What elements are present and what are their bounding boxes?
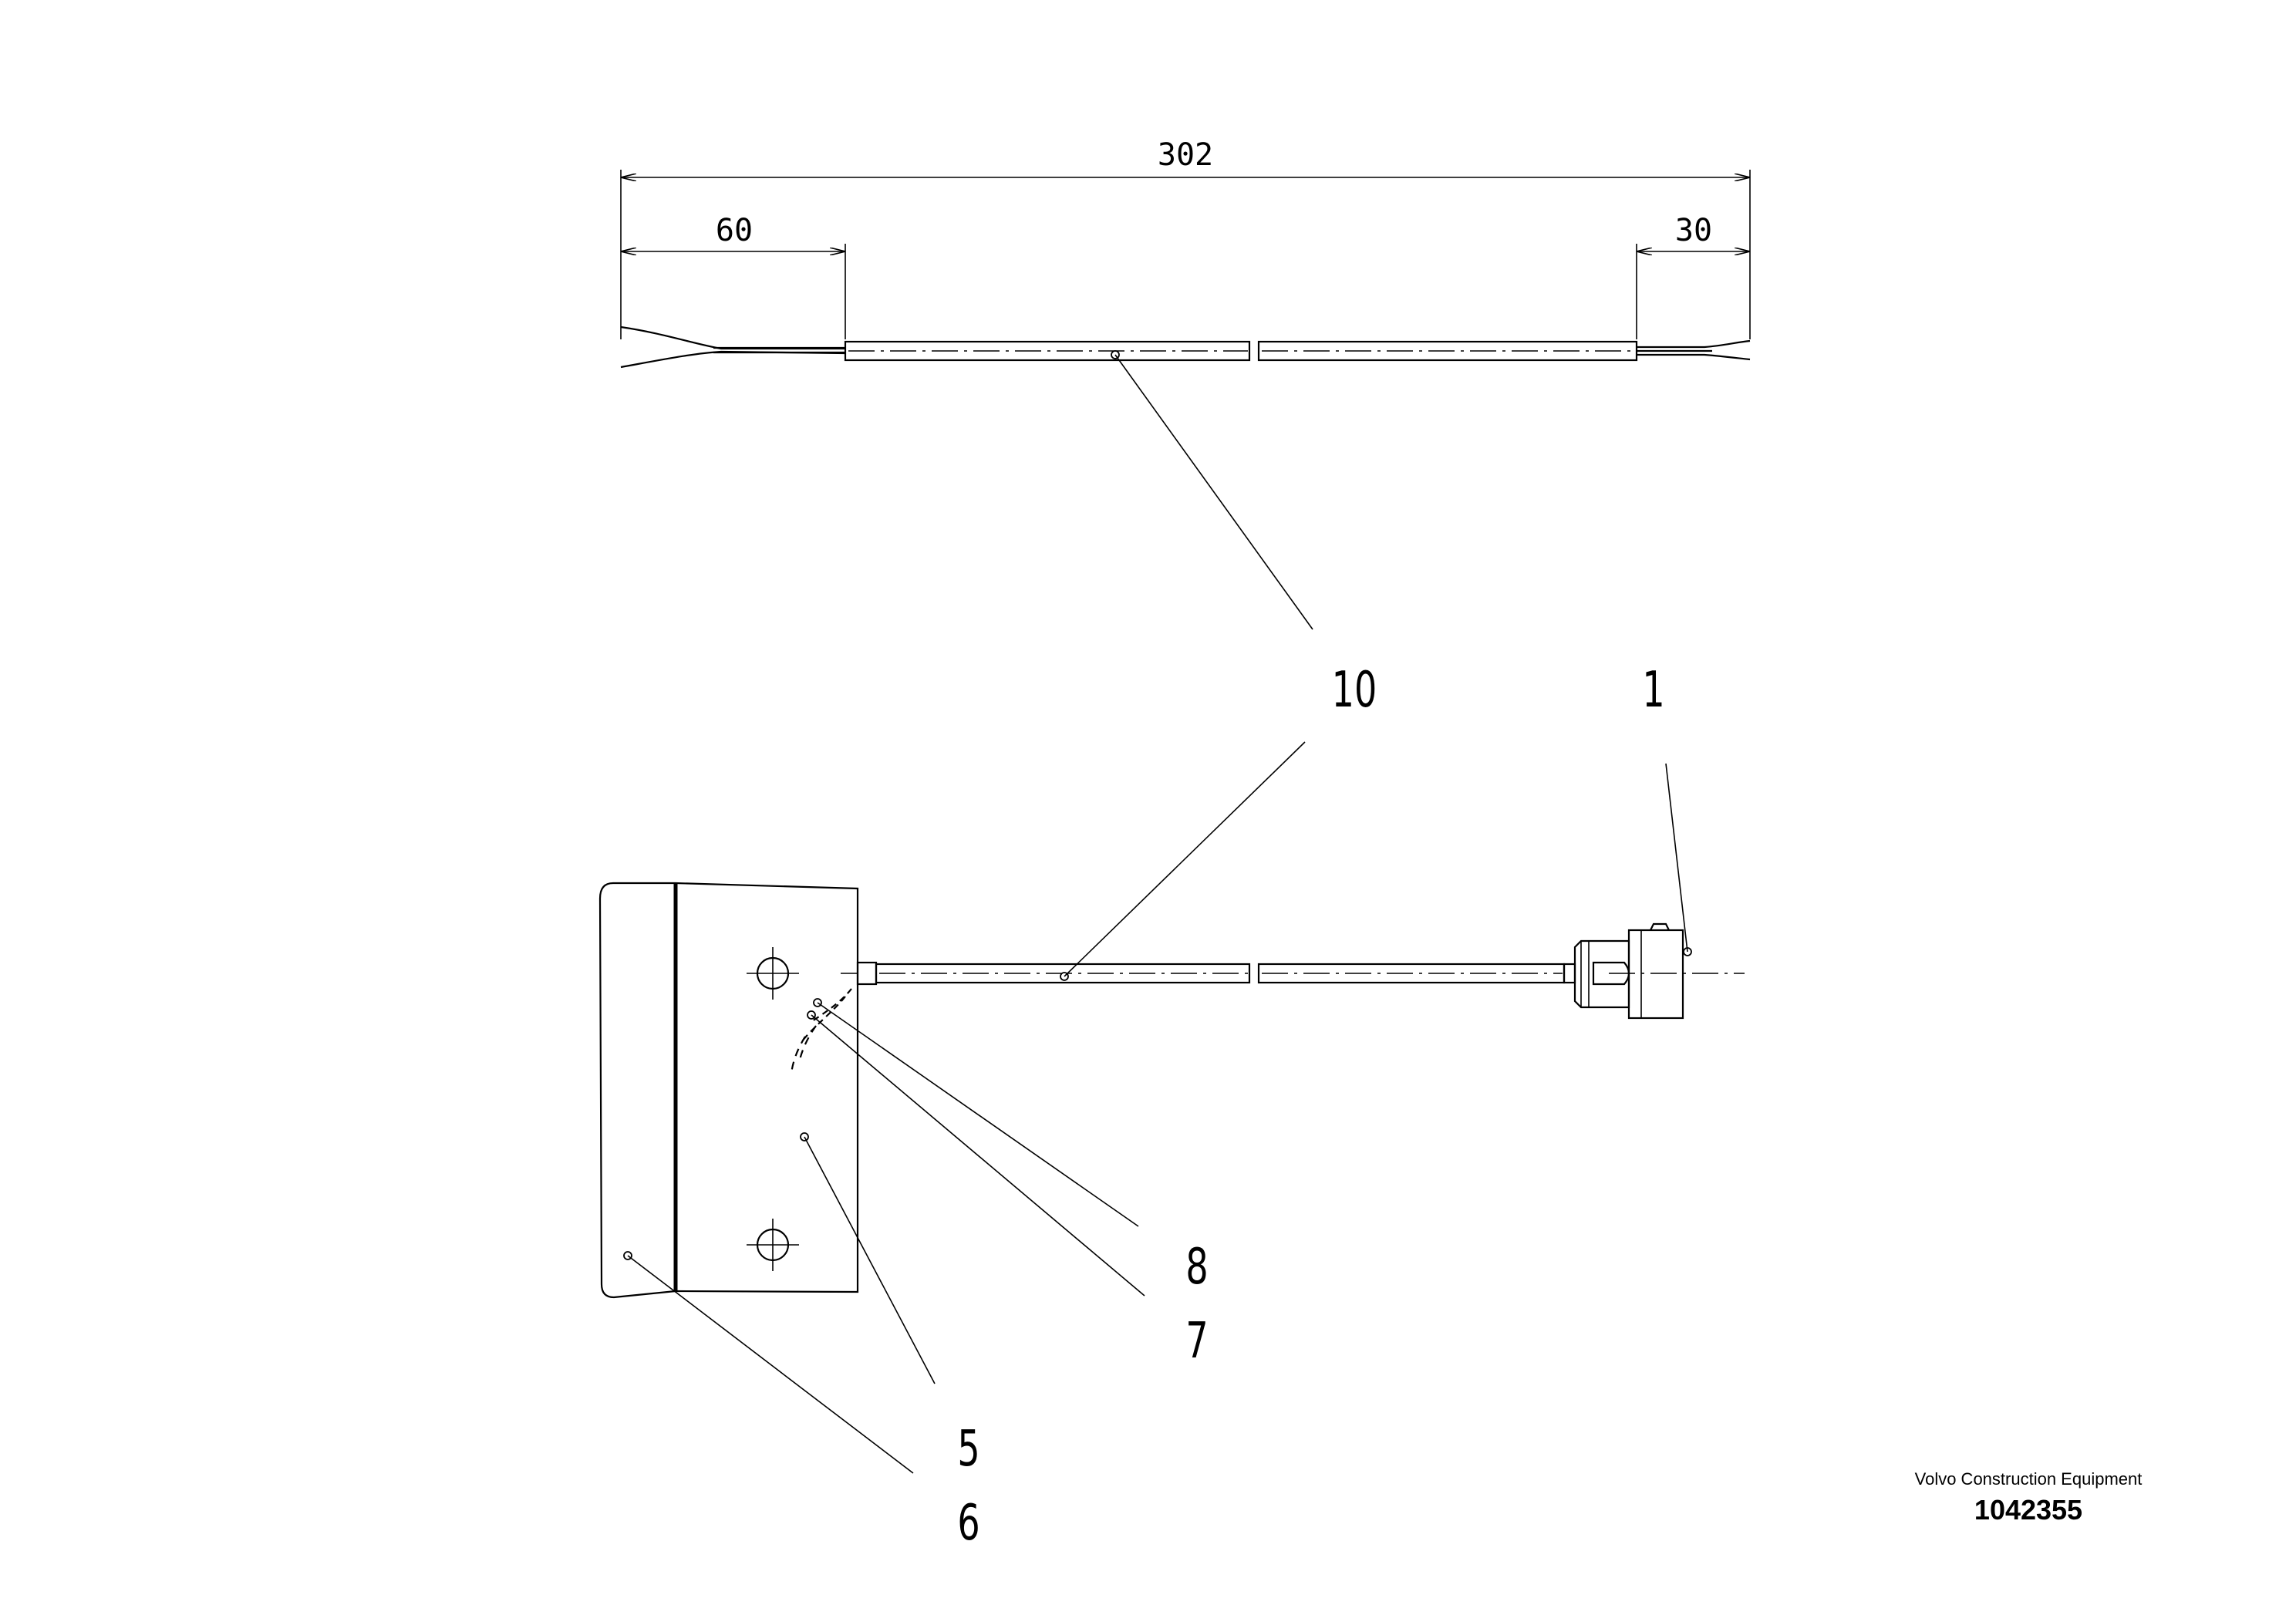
leader-line-6 — [627, 1255, 914, 1474]
sensor-assembly-view — [598, 741, 1745, 1474]
callout-7: 7 — [1185, 1312, 1208, 1370]
right-wire-ends — [1637, 339, 1751, 361]
dimension-right-strip-text: 30 — [1675, 213, 1712, 248]
leader-line-5 — [804, 1136, 936, 1384]
top-cable-view: 302 60 30 — [620, 137, 1751, 630]
leader-line-8 — [817, 1002, 1139, 1227]
connector — [1563, 922, 1745, 1020]
left-wire-ends — [620, 325, 846, 369]
leader-line-10-bottom — [1064, 741, 1306, 977]
callout-6: 6 — [957, 1494, 979, 1552]
dimension-overall-text: 302 — [1158, 137, 1213, 173]
callout-10: 10 — [1332, 661, 1377, 719]
callout-5: 5 — [957, 1420, 979, 1478]
part-number: 1042355 — [1974, 1494, 2083, 1526]
callout-1: 1 — [1642, 661, 1664, 719]
cable-sleeve-bottom — [875, 963, 1566, 984]
brand-name: Volvo Construction Equipment — [1914, 1469, 2143, 1489]
brand-block: Volvo Construction Equipment 1042355 — [1913, 1469, 2144, 1526]
cable-sleeve-top — [844, 340, 1638, 362]
leader-line-1 — [1665, 763, 1688, 953]
mounting-hole-top — [747, 947, 799, 1000]
mounting-hole-bottom — [747, 1219, 799, 1271]
leader-line-10-top — [1114, 354, 1313, 630]
callout-8: 8 — [1185, 1238, 1208, 1296]
cable-gland — [790, 961, 878, 1074]
dimension-left-strip-text: 60 — [716, 213, 753, 248]
leader-line-7 — [811, 1014, 1145, 1297]
sensor-housing — [598, 882, 859, 1299]
